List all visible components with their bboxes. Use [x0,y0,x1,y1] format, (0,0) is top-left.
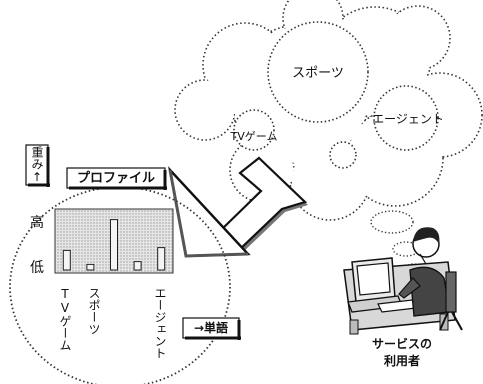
weight-axis-label: 重み↑ [30,146,44,184]
profile-bar-2 [86,263,95,271]
sports-bubble [267,21,369,123]
profile-title-box [66,167,167,190]
high-label: 高 [30,215,44,231]
profile-bar-5 [157,247,166,271]
category-agent-label: エージェント [153,287,167,359]
tvgame-bubble [233,109,275,151]
user-label-line2: 利用者 [383,354,420,368]
arrow-icon [168,156,308,258]
small-bubble [329,141,357,169]
profile-title: プロファイル [76,171,155,186]
topic-agent-label: エージェント [372,112,444,126]
user-label-line1: サービスの [371,337,432,351]
low-label: 低 [30,260,44,276]
profile-bar-1 [62,249,71,271]
agent-bubble [373,85,439,151]
profile-chart [54,208,174,274]
word-axis-label: →単語 [193,321,229,335]
profile-bar-4 [133,261,142,271]
topic-tvgame-label: TVゲーム [230,130,278,143]
weight-axis-box [25,144,50,187]
category-sports-label: スポーツ [87,287,101,335]
user-label: サービスの 利用者 [354,336,450,370]
user-at-computer-icon [343,227,463,335]
category-tvgame-label: TVゲーム [58,287,72,351]
word-axis-box [182,317,241,340]
topic-sports-label: スポーツ [292,66,344,81]
profile-bar-3 [110,219,118,271]
thought-trail [370,210,421,273]
profile-circle [9,186,231,384]
